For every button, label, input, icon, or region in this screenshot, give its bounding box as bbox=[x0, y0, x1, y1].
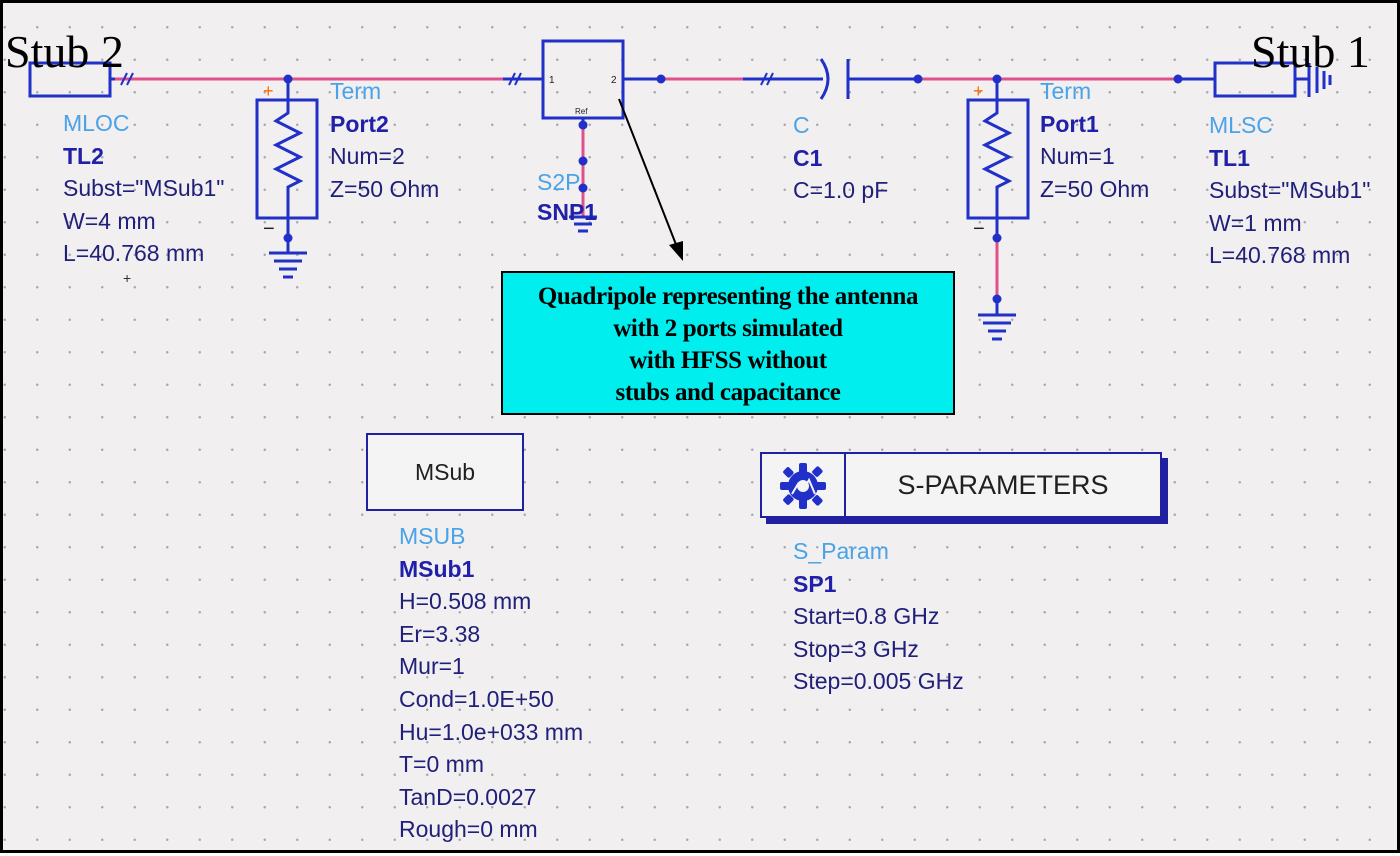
mlsc-symbol[interactable] bbox=[1173, 61, 1332, 98]
component-param: Er=3.38 bbox=[399, 620, 481, 647]
component-param: Step=0.005 GHz bbox=[793, 668, 964, 695]
component-param: Num=1 bbox=[1040, 143, 1115, 170]
component-param: Mur=1 bbox=[399, 653, 465, 680]
annotation-arrow bbox=[618, 98, 683, 261]
s2p-pin2-label: 2 bbox=[611, 75, 617, 86]
component-param: Start=0.8 GHz bbox=[793, 603, 940, 630]
capacitor-symbol[interactable] bbox=[743, 58, 923, 100]
component-name: C1 bbox=[793, 144, 823, 171]
component-name: MSub1 bbox=[399, 555, 475, 582]
term-port1-symbol[interactable]: + − bbox=[966, 74, 1030, 341]
component-param: Hu=1.0e+033 mm bbox=[399, 718, 584, 745]
s2p-ref-label: Ref bbox=[575, 107, 588, 116]
plus-sign: + bbox=[263, 81, 274, 101]
capacitor-label[interactable]: C C1 C=1.0 pF bbox=[793, 109, 888, 207]
component-param: Num=2 bbox=[330, 143, 405, 170]
component-type: C bbox=[793, 112, 810, 138]
s2p-label[interactable]: S2P SNP1 bbox=[537, 167, 597, 227]
minus-sign: − bbox=[263, 218, 275, 240]
minus-sign: − bbox=[973, 218, 985, 240]
component-param: Z=50 Ohm bbox=[1040, 175, 1150, 202]
component-type: MSUB bbox=[399, 523, 466, 549]
component-type: MLOC bbox=[63, 110, 130, 136]
sparam-label[interactable]: S_Param SP1 Start=0.8 GHz Stop=3 GHz Ste… bbox=[793, 535, 964, 698]
msub-block[interactable]: MSub bbox=[366, 433, 524, 511]
component-param: W=1 mm bbox=[1209, 209, 1302, 236]
component-type: Term bbox=[1040, 78, 1092, 104]
component-param: Z=50 Ohm bbox=[330, 175, 440, 202]
annotation-box[interactable]: Quadripole representing the antenna with… bbox=[501, 271, 955, 415]
term-port2-symbol[interactable]: + − bbox=[255, 74, 319, 279]
component-param: L=40.768 mm bbox=[1209, 242, 1351, 269]
component-type: S_Param bbox=[793, 538, 889, 564]
component-type: S2P bbox=[537, 169, 581, 195]
annotation-line: with HFSS without bbox=[629, 347, 827, 374]
component-name: SP1 bbox=[793, 570, 837, 597]
stub2-label: Stub 2 bbox=[5, 26, 124, 77]
msub-block-label: MSub bbox=[414, 458, 476, 485]
sparam-gear-icon bbox=[762, 454, 846, 516]
annotation-line: Quadripole representing the antenna bbox=[537, 283, 919, 310]
component-param: W=4 mm bbox=[63, 207, 156, 234]
component-param: Subst="MSub1" bbox=[1209, 177, 1371, 204]
component-param: Stop=3 GHz bbox=[793, 635, 919, 662]
component-param: Subst="MSub1" bbox=[63, 175, 225, 202]
schematic-drawing: + − 1 2 Ref bbox=[28, 39, 1332, 341]
component-name: Port2 bbox=[330, 110, 389, 137]
component-type: Term bbox=[330, 78, 382, 104]
component-param: C=1.0 pF bbox=[793, 177, 889, 204]
msub-label[interactable]: MSUB MSub1 H=0.508 mm Er=3.38 Mur=1 Cond… bbox=[399, 520, 583, 846]
component-param: T=0 mm bbox=[399, 751, 484, 778]
s2p-pin1-label: 1 bbox=[549, 75, 555, 86]
sparam-block-title: S-PARAMETERS bbox=[897, 469, 1109, 500]
cursor-marker: + bbox=[123, 270, 131, 286]
component-param: H=0.508 mm bbox=[399, 588, 532, 615]
component-name: TL1 bbox=[1209, 144, 1250, 171]
component-param: TanD=0.0027 bbox=[399, 783, 537, 810]
term-port2-label[interactable]: Term Port2 Num=2 Z=50 Ohm bbox=[330, 75, 439, 205]
mloc-label[interactable]: MLOC TL2 Subst="MSub1" W=4 mm L=40.768 m… bbox=[63, 107, 224, 270]
term-port1-label[interactable]: Term Port1 Num=1 Z=50 Ohm bbox=[1040, 75, 1149, 205]
component-name: Port1 bbox=[1040, 110, 1099, 137]
mlsc-label[interactable]: MLSC TL1 Subst="MSub1" W=1 mm L=40.768 m… bbox=[1209, 109, 1370, 272]
stub1-label: Stub 1 bbox=[1251, 26, 1370, 77]
component-param: L=40.768 mm bbox=[63, 240, 205, 267]
component-param: Cond=1.0E+50 bbox=[399, 685, 554, 712]
component-param: Rough=0 mm bbox=[399, 816, 538, 843]
s2p-symbol[interactable]: 1 2 Ref bbox=[503, 39, 666, 233]
component-type: MLSC bbox=[1209, 112, 1273, 138]
plus-sign: + bbox=[973, 81, 984, 101]
component-name: TL2 bbox=[63, 142, 104, 169]
mloc-pin-marker bbox=[120, 72, 134, 86]
component-name: SNP1 bbox=[537, 199, 598, 225]
s-parameters-block[interactable]: S-PARAMETERS bbox=[760, 452, 1162, 518]
annotation-line: stubs and capacitance bbox=[615, 379, 841, 406]
annotation-line: with 2 ports simulated bbox=[613, 315, 843, 342]
